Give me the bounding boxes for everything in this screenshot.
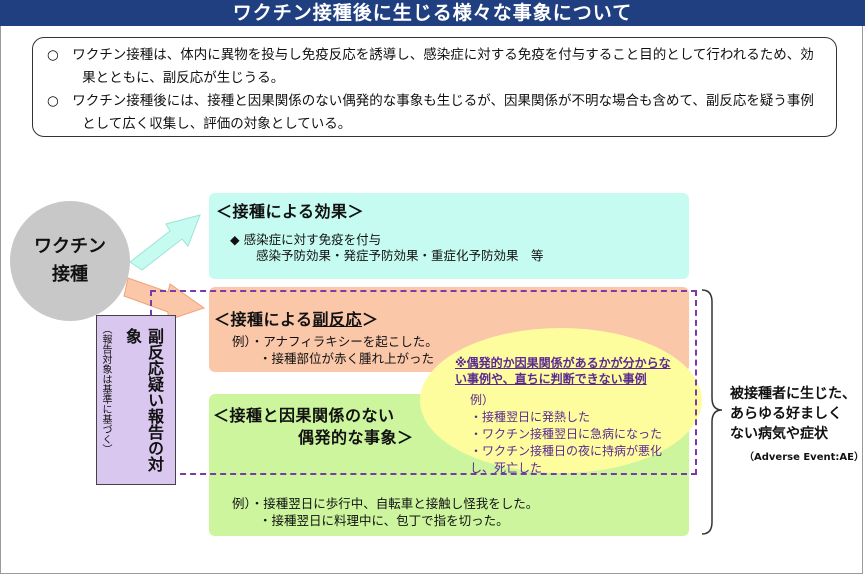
arrow-to-effect bbox=[129, 214, 201, 271]
side-heading-post: ＞ bbox=[362, 310, 379, 329]
uncertain-heading: ※偶発的か因果関係があるかが分からな い事例や、直ちに判断できない事例 bbox=[455, 355, 671, 387]
adverse-event-line-1: 被接種者に生じた、 bbox=[730, 386, 856, 402]
adverse-event-abbrev: （Adverse Event:AE） bbox=[744, 452, 864, 463]
page-title: ワクチン接種後に生じる様々な事象について bbox=[0, 0, 865, 26]
uncertain-item-3: ・ワクチン接種日の夜に持病が悪化 bbox=[470, 444, 663, 458]
side-reaction-heading: ＜接種による副反応＞ bbox=[214, 306, 379, 330]
uncertain-heading-1: ※偶発的か因果関係があるかが分からな bbox=[455, 356, 671, 370]
intro-item-2: ○ ワクチン接種後には、接種と因果関係のない偶発的な事象も生じるが、因果関係が不… bbox=[47, 93, 814, 132]
intro-box: ○ ワクチン接種は、体内に異物を投与し免疫反応を誘導し、感染症に対する免疫を付与… bbox=[32, 37, 837, 137]
right-brace bbox=[701, 289, 723, 535]
coincidental-heading-2: 偶発的な事象＞ bbox=[298, 428, 414, 447]
side-example-2: ・接種部位が赤く腫れ上がった bbox=[259, 351, 435, 366]
adverse-event-line-3: ない病気や症状 bbox=[730, 426, 828, 442]
vaccination-circle: ワクチン 接種 bbox=[10, 201, 130, 321]
adverse-event-label: 被接種者に生じた、 あらゆる好ましく ない病気や症状 bbox=[730, 384, 856, 444]
uncertain-ellipse bbox=[420, 328, 702, 473]
coincidental-heading-1: ＜接種と因果関係のない bbox=[213, 406, 395, 425]
side-heading-pre: ＜接種による bbox=[214, 310, 313, 329]
report-target-label: 副反応疑い報告の対象 bbox=[123, 328, 164, 472]
coincidental-example-1: 例）・接種翌日に歩行中、自転車と接触し怪我をした。 bbox=[232, 496, 539, 511]
effect-heading: ＜接種による効果＞ bbox=[216, 202, 365, 221]
uncertain-item-2: ・ワクチン接種翌日に急病になった bbox=[470, 427, 663, 441]
vaccination-label-1: ワクチン bbox=[34, 236, 106, 257]
report-scope-dashed-rect bbox=[150, 290, 697, 475]
uncertain-list: 例） ・接種翌日に発熱した ・ワクチン接種翌日に急病になった ・ワクチン接種日の… bbox=[470, 392, 662, 477]
effect-line-2: 感染予防効果・発症予防効果・重症化予防効果 等 bbox=[256, 248, 544, 263]
intro-item-1: ○ ワクチン接種は、体内に異物を投与し免疫反応を誘導し、感染症に対する免疫を付与… bbox=[47, 47, 814, 86]
uncertain-item-1: ・接種翌日に発熱した bbox=[470, 410, 591, 424]
side-example-1: 例）・アナフィラキシーを起こした。 bbox=[232, 334, 438, 349]
uncertain-ex-label: 例） bbox=[470, 393, 495, 407]
uncertain-heading-2: い事例や、直ちに判断できない事例 bbox=[455, 372, 647, 386]
vaccination-label-2: 接種 bbox=[52, 264, 88, 285]
adverse-event-line-2: あらゆる好ましく bbox=[730, 406, 842, 422]
report-target-note: （報告対象は基準に基づく） bbox=[100, 324, 111, 454]
uncertain-item-4: し、死亡した bbox=[470, 461, 543, 475]
coincidental-example-2: ・接種翌日に料理中に、包丁で指を切った。 bbox=[259, 513, 509, 528]
effect-line-1: ◆ 感染症に対す免疫を付与 bbox=[230, 232, 382, 247]
report-target-box: 副反応疑い報告の対象 （報告対象は基準に基づく） bbox=[96, 315, 176, 485]
side-heading-underlined: 副反応 bbox=[312, 310, 363, 329]
effect-box bbox=[209, 193, 689, 279]
